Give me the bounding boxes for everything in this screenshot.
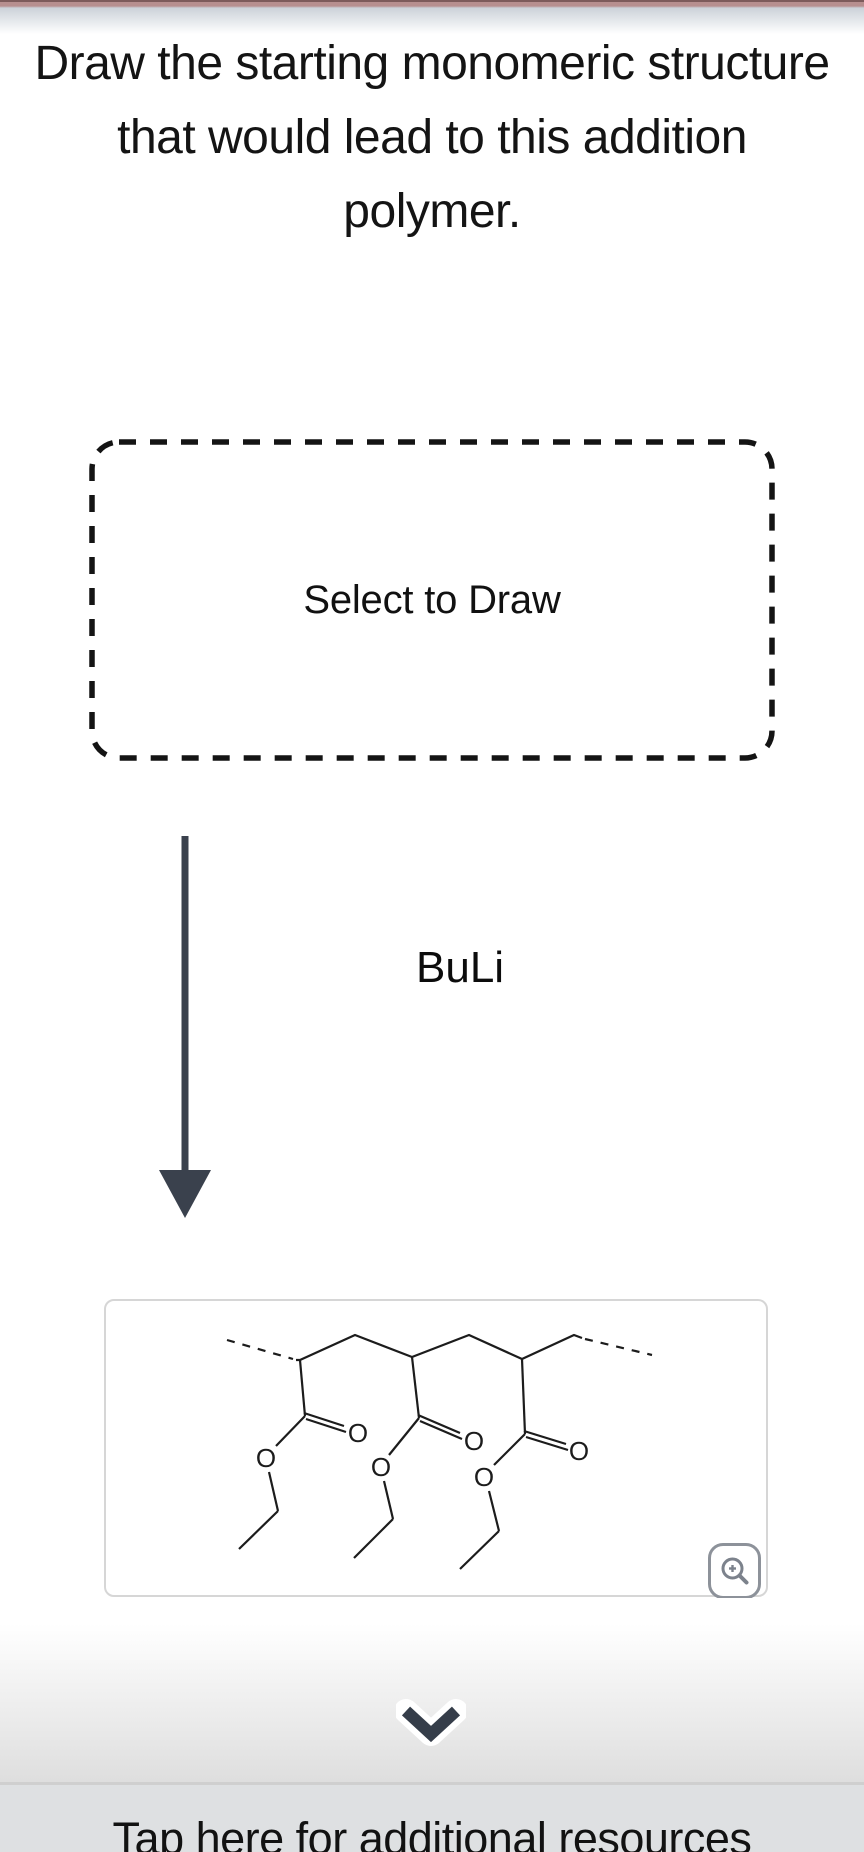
magnifier-plus-icon	[721, 1557, 748, 1585]
atom-label-o: O	[464, 1426, 484, 1456]
top-accent-bar	[0, 0, 864, 34]
polymer-structure-panel: O O O O O O	[104, 1299, 768, 1599]
chevron-down-icon	[394, 1699, 468, 1746]
bottom-fade-zone	[0, 1598, 864, 1782]
backbone-bonds	[296, 1333, 583, 1362]
footer-bar: Tap here for additional resources	[0, 1785, 864, 1852]
page-title: Draw the starting monomeric structure th…	[34, 37, 830, 238]
expand-chevron-button[interactable]	[394, 1698, 468, 1754]
zoom-in-button[interactable]	[708, 1543, 761, 1599]
select-to-draw-box[interactable]: Select to Draw	[88, 438, 776, 762]
polymer-structure-drawing: O O O O O O	[226, 1333, 653, 1570]
footer-divider	[0, 1782, 864, 1785]
down-arrow-icon	[159, 836, 211, 1218]
reagent-label: BuLi	[416, 943, 505, 992]
atom-label-o: O	[371, 1452, 391, 1482]
additional-resources-link[interactable]: Tap here for additional resources	[112, 1813, 752, 1852]
atom-label-o: O	[348, 1418, 368, 1448]
dashed-border	[89, 439, 775, 761]
right-truncation-bond	[584, 1337, 653, 1357]
select-to-draw-label: Select to Draw	[303, 577, 561, 622]
atom-label-o: O	[569, 1436, 589, 1466]
atom-label-o: O	[256, 1443, 276, 1473]
atom-label-o: O	[474, 1462, 494, 1492]
left-truncation-bond	[226, 1338, 294, 1361]
